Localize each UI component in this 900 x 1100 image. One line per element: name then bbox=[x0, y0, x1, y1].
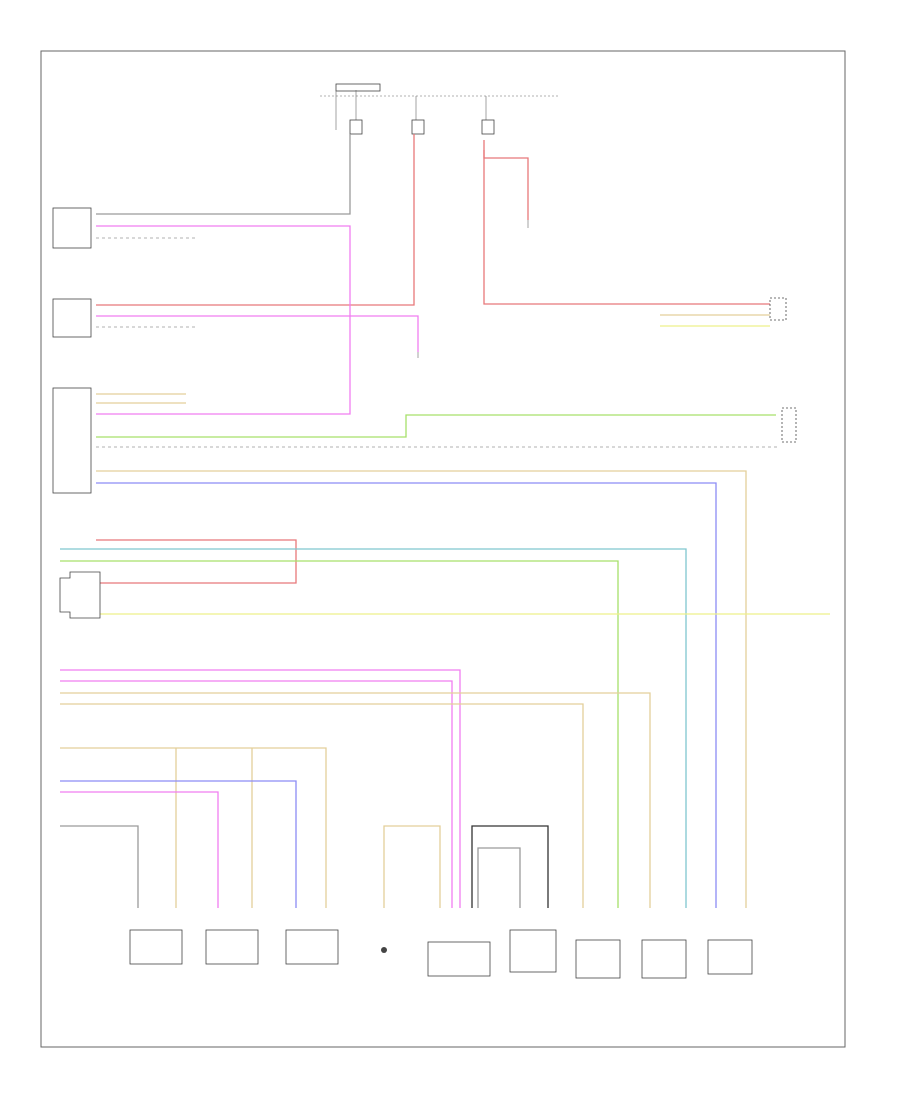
component-8 bbox=[205, 929, 259, 965]
component-4 bbox=[769, 297, 787, 321]
component-12 bbox=[509, 929, 557, 973]
component-13 bbox=[575, 939, 621, 979]
diagram-frame bbox=[40, 50, 846, 1048]
component-3 bbox=[52, 387, 92, 494]
component-10 bbox=[381, 947, 387, 953]
wire-blue-1 bbox=[96, 482, 717, 908]
wire-red-3 bbox=[483, 150, 770, 305]
fuse-1 bbox=[349, 119, 363, 135]
wire-red-2 bbox=[483, 140, 529, 220]
wire-gray-1 bbox=[96, 134, 351, 215]
wire-magenta-2 bbox=[96, 225, 351, 415]
wire-magenta-1 bbox=[96, 315, 419, 352]
power-supply-block bbox=[320, 83, 560, 130]
component-5 bbox=[781, 407, 797, 443]
component-9 bbox=[285, 929, 339, 965]
wire-green-1 bbox=[96, 414, 776, 438]
component-2 bbox=[52, 298, 92, 338]
fuse-2 bbox=[411, 119, 425, 135]
wire-teal-1 bbox=[60, 548, 687, 908]
component-6 bbox=[59, 571, 101, 619]
component-7 bbox=[129, 929, 183, 965]
wire-tan-1 bbox=[96, 470, 747, 908]
component-11 bbox=[427, 941, 491, 977]
fuse-3 bbox=[481, 119, 495, 135]
wire-green-2 bbox=[60, 560, 619, 908]
component-14 bbox=[641, 939, 687, 979]
component-1 bbox=[52, 207, 92, 249]
wire-red-1 bbox=[96, 134, 415, 306]
component-15 bbox=[707, 939, 753, 975]
